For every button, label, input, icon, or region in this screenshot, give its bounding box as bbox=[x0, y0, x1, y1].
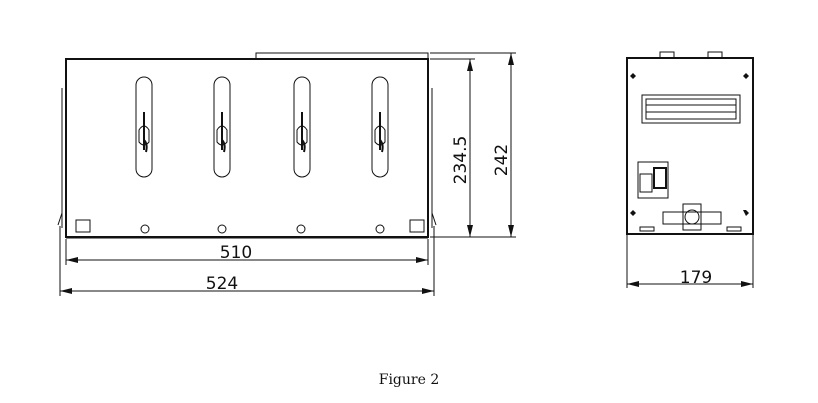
front-left-foot bbox=[75, 219, 91, 233]
side-vent-grille bbox=[641, 94, 741, 124]
front-right-foot bbox=[409, 219, 425, 233]
handle-slot-3 bbox=[293, 76, 311, 178]
dim-side-depth: 179 bbox=[626, 234, 754, 288]
dim-outer-width: 524 bbox=[59, 226, 435, 296]
screw-2 bbox=[217, 224, 227, 234]
side-connector-block bbox=[637, 161, 669, 199]
inner-height-label: 234.5 bbox=[451, 136, 471, 185]
outer-width-label: 524 bbox=[206, 274, 238, 294]
figure-caption: Figure 2 bbox=[378, 372, 440, 388]
dim-inner-height: 234.5 bbox=[430, 58, 475, 238]
handle-slot-2 bbox=[213, 76, 231, 178]
side-view bbox=[626, 51, 754, 235]
screw-4 bbox=[375, 224, 385, 234]
side-depth-label: 179 bbox=[680, 268, 712, 288]
screw-1 bbox=[140, 224, 150, 234]
screw-3 bbox=[296, 224, 306, 234]
side-bracket bbox=[662, 211, 722, 225]
front-view bbox=[57, 52, 437, 239]
dim-outer-height: 242 bbox=[430, 52, 516, 238]
inner-width-label: 510 bbox=[220, 243, 252, 263]
handle-slot-1 bbox=[135, 76, 153, 178]
dim-inner-width: 510 bbox=[65, 239, 429, 265]
side-body bbox=[626, 57, 754, 235]
front-body bbox=[65, 58, 429, 238]
outer-height-label: 242 bbox=[492, 144, 512, 176]
handle-slot-4 bbox=[371, 76, 389, 178]
